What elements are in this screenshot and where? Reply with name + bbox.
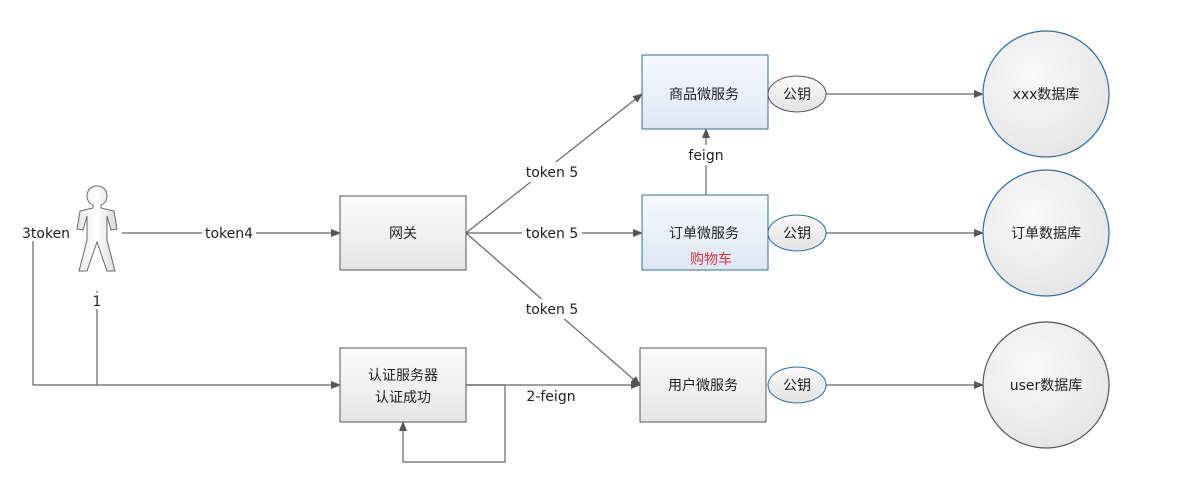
cart-note: 购物车 [690, 251, 732, 268]
label-bg [520, 386, 582, 406]
order-service-label: 订单微服务 [669, 226, 739, 242]
user-person-icon [76, 185, 118, 272]
label-gateway-product: token 5 [526, 165, 579, 181]
product-service-node[interactable]: 商品微服务 [641, 54, 769, 130]
edges [32, 90, 984, 463]
edge-auth-loop [399, 384, 506, 463]
label-gateway-order: token 5 [526, 226, 579, 242]
auth-server-label: 认证服务器 [368, 368, 438, 384]
product-service-label: 商品微服务 [669, 87, 739, 103]
label-bg [522, 299, 582, 319]
public-key-order[interactable]: 公钥 [767, 214, 827, 252]
user-service-node[interactable]: 用户微服务 [639, 347, 767, 423]
public-key-label: 公钥 [783, 226, 811, 242]
public-key-product[interactable]: 公钥 [767, 75, 827, 113]
label-2-feign: 2-feign [526, 389, 575, 405]
public-key-label: 公钥 [783, 378, 811, 394]
label-gateway-userservice: token 5 [526, 302, 579, 318]
label-feign: feign [688, 148, 723, 164]
label-bg [684, 145, 728, 165]
label-bg [202, 224, 256, 242]
order-service-node[interactable]: 订单微服务 购物车 [641, 194, 769, 271]
db-order[interactable]: 订单数据库 [982, 169, 1110, 297]
label-user-gateway: token4 [205, 226, 253, 242]
db-user-label: user数据库 [1010, 378, 1083, 394]
public-key-user[interactable]: 公钥 [767, 366, 827, 404]
label-bg [522, 162, 582, 182]
db-order-label: 订单数据库 [1011, 226, 1081, 242]
db-xxx-label: xxx数据库 [1013, 87, 1080, 103]
gateway-node[interactable]: 网关 [339, 195, 467, 271]
label-1: 1 [93, 294, 102, 310]
label-bg [522, 224, 582, 242]
label-3token: 3token [22, 226, 70, 242]
auth-server-node[interactable]: 认证服务器 认证成功 [339, 347, 467, 423]
public-key-label: 公钥 [783, 87, 811, 103]
db-xxx[interactable]: xxx数据库 [982, 30, 1110, 158]
gateway-label: 网关 [389, 226, 417, 242]
db-user[interactable]: user数据库 [982, 321, 1110, 449]
label-bg [90, 293, 104, 309]
user-service-label: 用户微服务 [668, 377, 738, 394]
auth-success-label: 认证成功 [375, 390, 431, 406]
